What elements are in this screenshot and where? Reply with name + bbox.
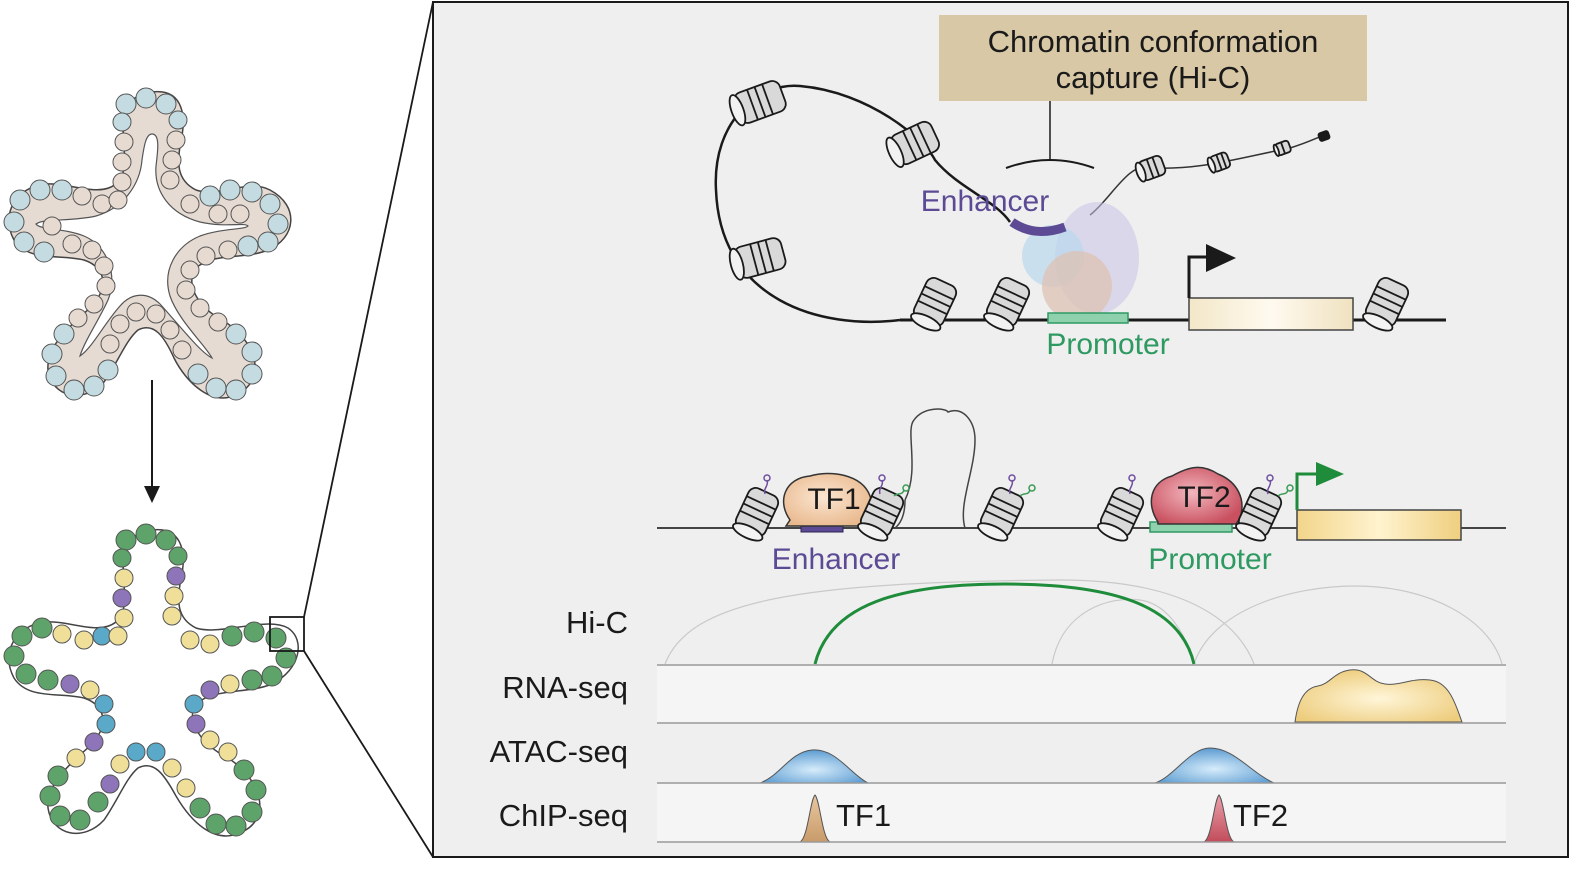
track-label-rna: RNA-seq <box>502 670 628 705</box>
hic-box: Chromatin conformation capture (Hi-C) <box>939 15 1367 169</box>
hic-box-line2: capture (Hi-C) <box>1056 60 1251 95</box>
nucleosomes-top <box>728 80 1410 332</box>
chip-tf1-label: TF1 <box>836 798 891 833</box>
enhancer-label-bottom: Enhancer <box>772 543 900 576</box>
chip-tf2-label: TF2 <box>1233 798 1288 833</box>
track-rna <box>657 666 1506 724</box>
tf2-label: TF2 <box>1177 481 1230 514</box>
track-hic <box>657 579 1506 666</box>
promoter-label-bottom: Promoter <box>1148 543 1271 576</box>
differentiation-arrow <box>144 380 160 503</box>
track-chip: TF1 TF2 <box>657 784 1506 843</box>
zoom-lines <box>303 1 434 858</box>
track-label-chip: ChIP-seq <box>499 798 628 833</box>
track-label-atac: ATAC-seq <box>490 734 628 769</box>
tf2-blob <box>1150 466 1243 525</box>
hic-enhancer-promoter-loop <box>813 582 1196 665</box>
promoter-label-top: Promoter <box>1046 328 1169 361</box>
organoid-bottom <box>3 523 305 837</box>
linear-chromatin <box>657 408 1506 541</box>
tf1-label: TF1 <box>807 483 860 516</box>
enhancer-label-top: Enhancer <box>921 185 1049 218</box>
zoom-panel <box>432 1 1569 858</box>
histone-tails <box>763 474 1294 497</box>
organoid-top <box>3 87 292 401</box>
nucleosomes-middle <box>732 487 1283 542</box>
hic-box-line1: Chromatin conformation <box>988 24 1319 59</box>
track-atac <box>657 747 1506 784</box>
track-label-hic: Hi-C <box>566 605 628 640</box>
zoom-box <box>269 616 305 652</box>
